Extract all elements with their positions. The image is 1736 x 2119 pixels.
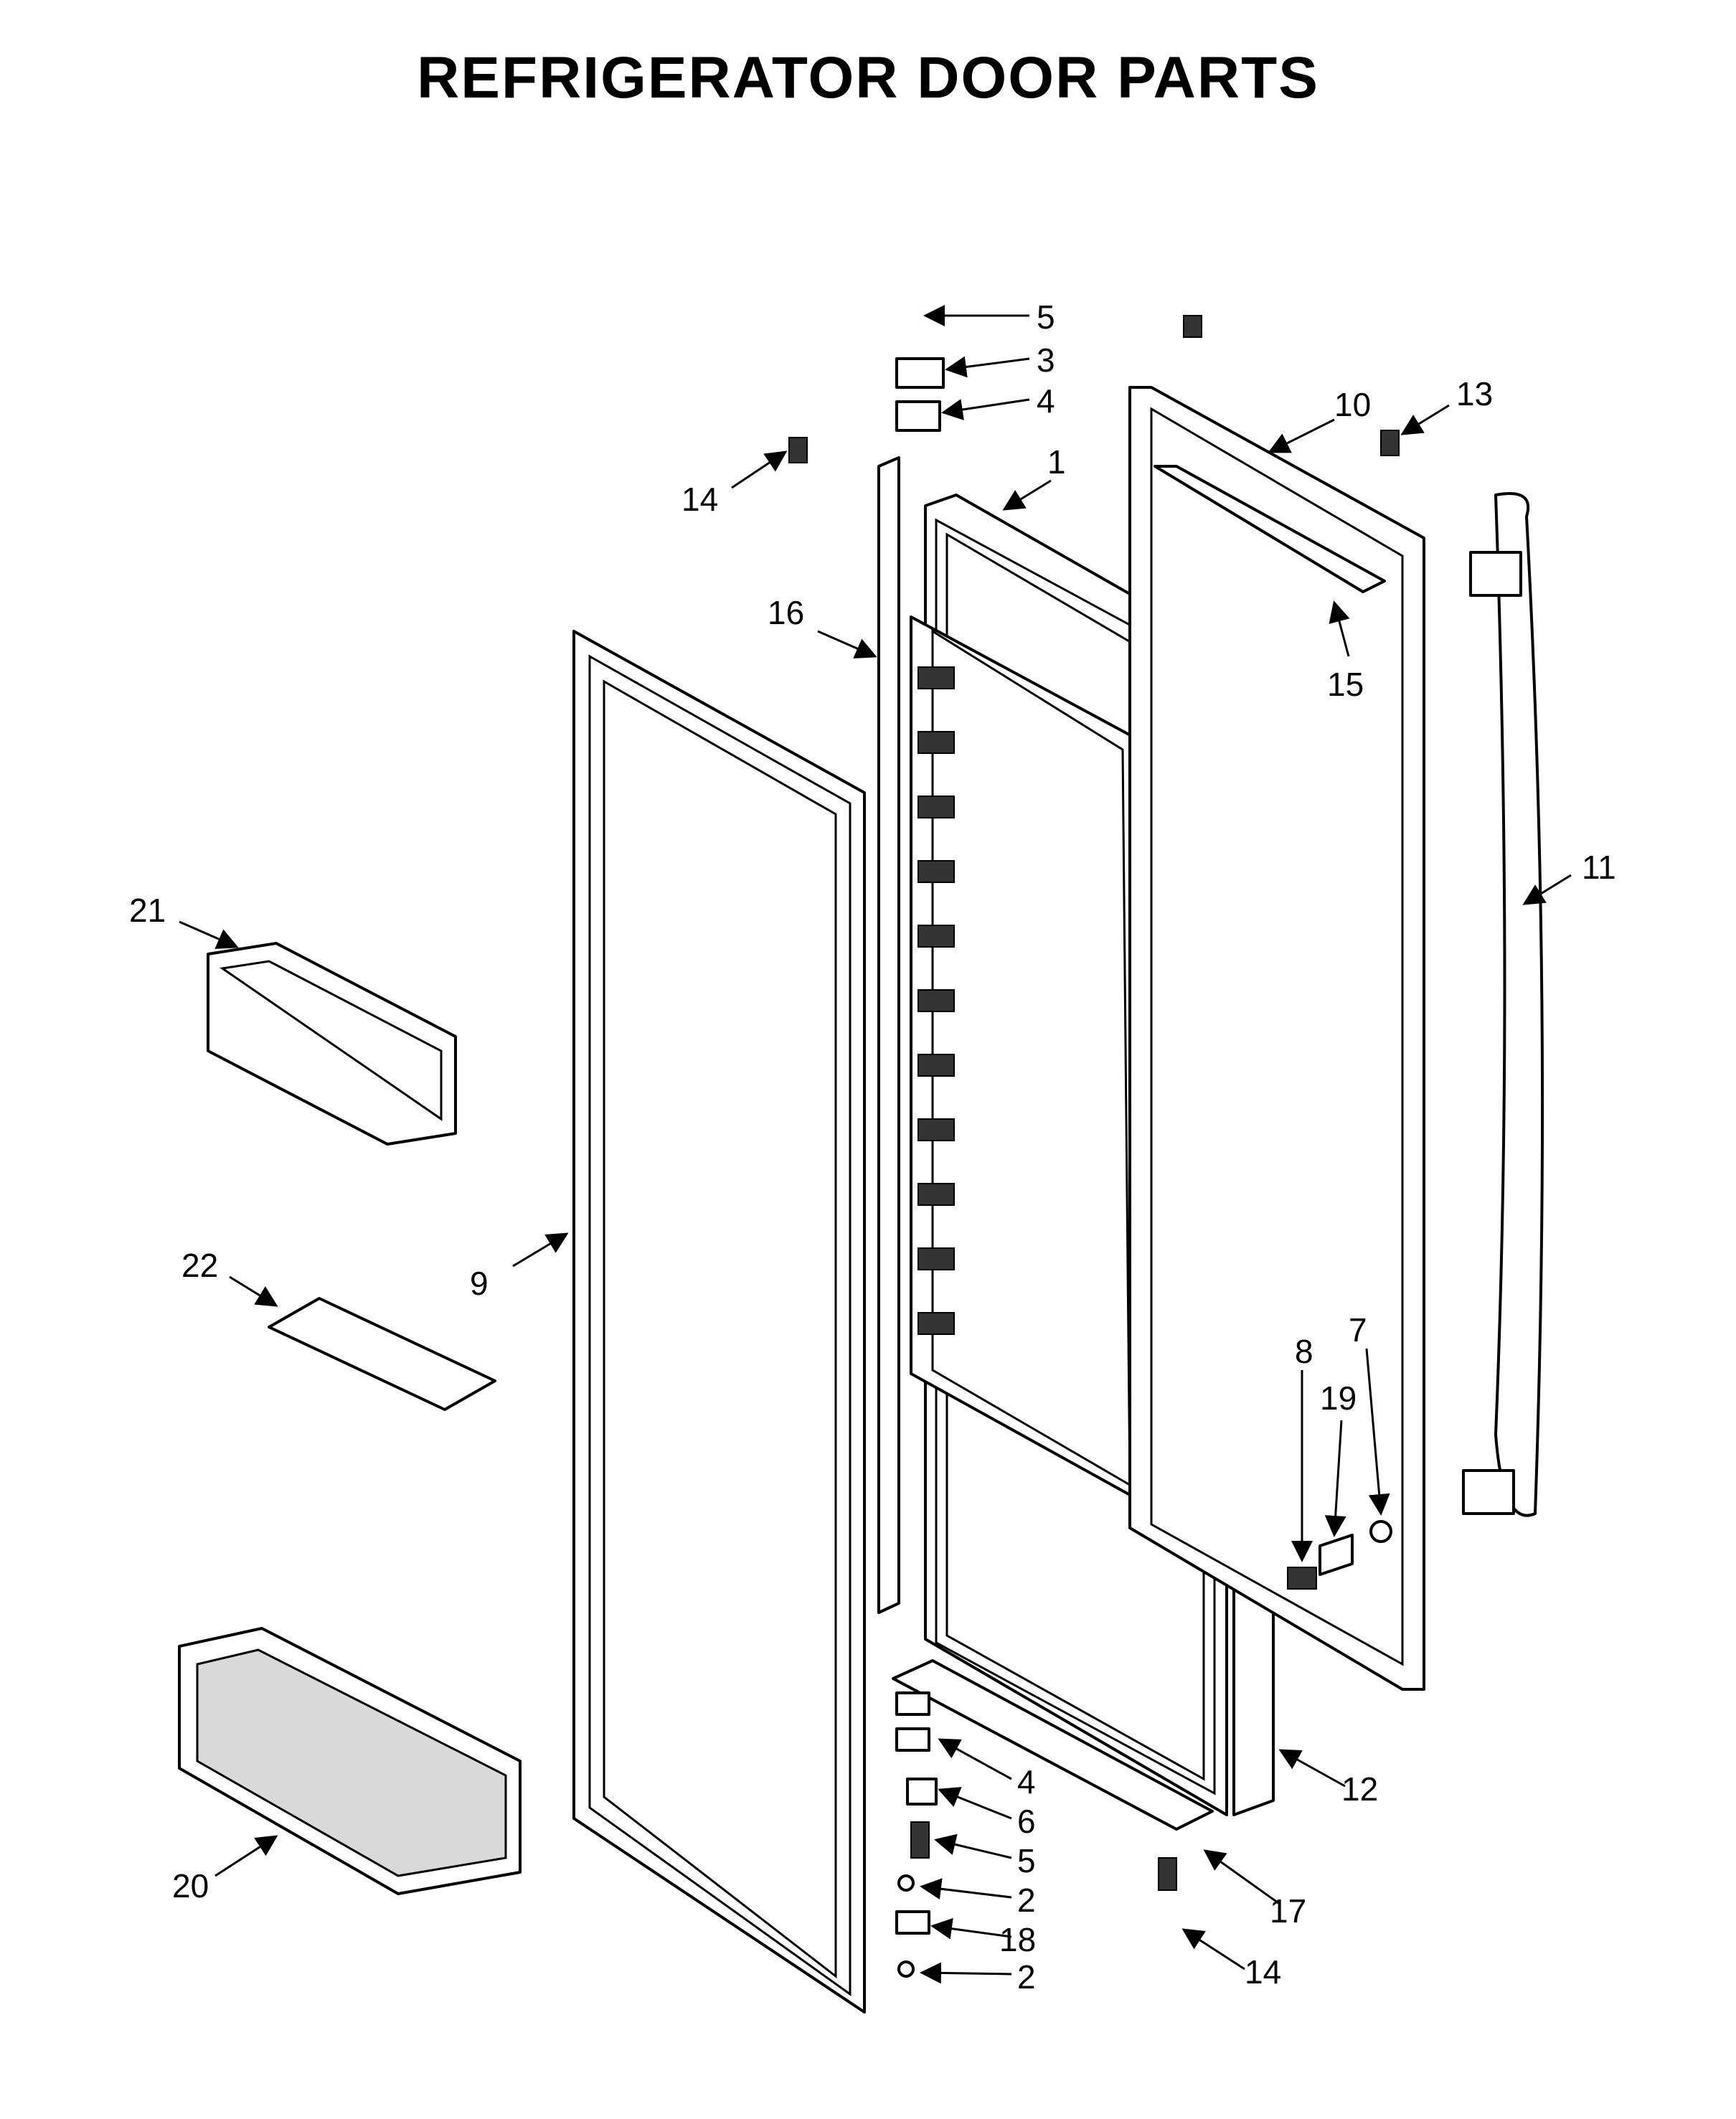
callout-7: 7 — [1349, 1311, 1367, 1349]
callout-10: 10 — [1334, 386, 1371, 423]
callout-2-upper: 2 — [1017, 1882, 1036, 1919]
bottom-hinge-plate — [892, 1659, 1214, 1831]
callout-20: 20 — [172, 1867, 209, 1905]
callout-16: 16 — [768, 594, 804, 631]
callout-labels: 5 3 4 10 13 1 14 16 15 11 21 22 9 8 7 19… — [129, 298, 1616, 1996]
callout-22: 22 — [181, 1247, 218, 1284]
small-door-bin — [207, 942, 457, 1146]
liner-shelf-ribs — [917, 666, 955, 1335]
callout-5-top: 5 — [1037, 298, 1055, 336]
callout-8: 8 — [1295, 1333, 1313, 1370]
callout-2-lower: 2 — [1017, 1958, 1036, 1996]
page-title: REFRIGERATOR DOOR PARTS — [417, 45, 1319, 110]
top-hinge-hardware — [788, 315, 1400, 463]
frame-bracket — [1154, 465, 1386, 593]
door-outer-panel — [572, 630, 866, 2014]
callout-14-top: 14 — [681, 481, 718, 518]
callout-11: 11 — [1582, 849, 1616, 886]
callout-19: 19 — [1320, 1379, 1357, 1417]
label-card — [268, 1297, 496, 1411]
callout-15: 15 — [1327, 666, 1364, 703]
large-door-bin — [178, 1627, 522, 1895]
callout-17: 17 — [1270, 1892, 1306, 1930]
callout-3: 3 — [1037, 341, 1055, 379]
gasket-strip — [877, 456, 900, 1614]
callout-1: 1 — [1047, 443, 1066, 481]
callout-13: 13 — [1456, 375, 1493, 412]
callout-4-top: 4 — [1037, 382, 1055, 420]
callout-9: 9 — [470, 1265, 489, 1302]
callout-14-bottom: 14 — [1245, 1953, 1281, 1991]
callout-4-bottom: 4 — [1017, 1763, 1036, 1801]
leader-lines — [179, 305, 1572, 1984]
bottom-hinge-hardware — [895, 1691, 1177, 1978]
callout-12: 12 — [1341, 1770, 1378, 1808]
handle-mount-hardware — [1287, 1520, 1392, 1590]
door-frame — [1128, 386, 1425, 1691]
callout-5-bottom: 5 — [1017, 1842, 1036, 1879]
callout-18: 18 — [999, 1921, 1036, 1958]
door-handle — [1462, 492, 1544, 1517]
callout-21: 21 — [129, 892, 166, 929]
callout-6: 6 — [1017, 1803, 1036, 1840]
